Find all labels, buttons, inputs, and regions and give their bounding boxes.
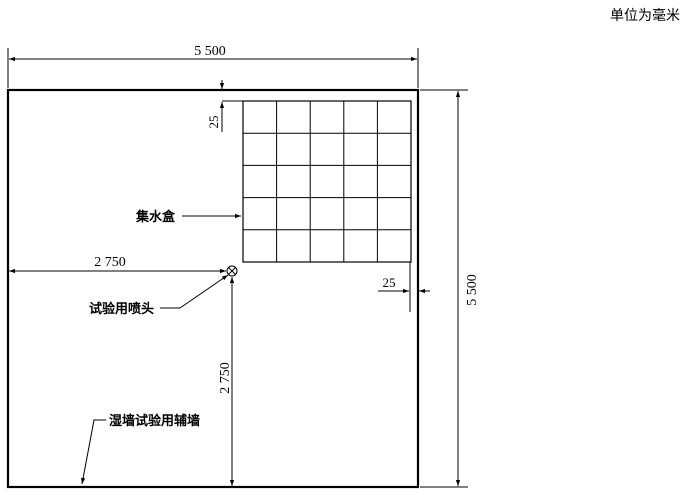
top-gap-label: 25	[206, 116, 221, 129]
unit-note: 单位为毫米	[610, 7, 680, 24]
right-height-dimension: 5 500	[420, 89, 480, 488]
collector-grid-outline	[242, 100, 412, 263]
collector-grid	[242, 100, 412, 263]
top-gap-dimension: 25	[206, 80, 243, 132]
nozzle-leader	[160, 274, 229, 309]
right-gap-dimension: 25	[378, 262, 430, 312]
right-gap-label: 25	[383, 275, 396, 290]
aux-wall-label: 湿墙试验用辅墙	[109, 413, 200, 429]
right-height-label: 5 500	[465, 274, 480, 306]
nozzle-bottom-label: 2 750	[218, 362, 233, 394]
nozzle-symbol	[226, 265, 238, 277]
room-outline	[6, 88, 420, 489]
nozzle-bottom-dimension: 2 750	[218, 277, 235, 486]
top-width-dimension: 5 500	[7, 44, 419, 88]
top-width-label: 5 500	[194, 44, 226, 59]
nozzle-left-label: 2 750	[94, 255, 126, 270]
nozzle-left-dimension: 2 750	[9, 255, 226, 274]
aux-wall-leader	[81, 419, 106, 485]
nozzle-label: 试验用喷头	[89, 301, 154, 317]
collector-label: 集水盒	[135, 209, 176, 225]
